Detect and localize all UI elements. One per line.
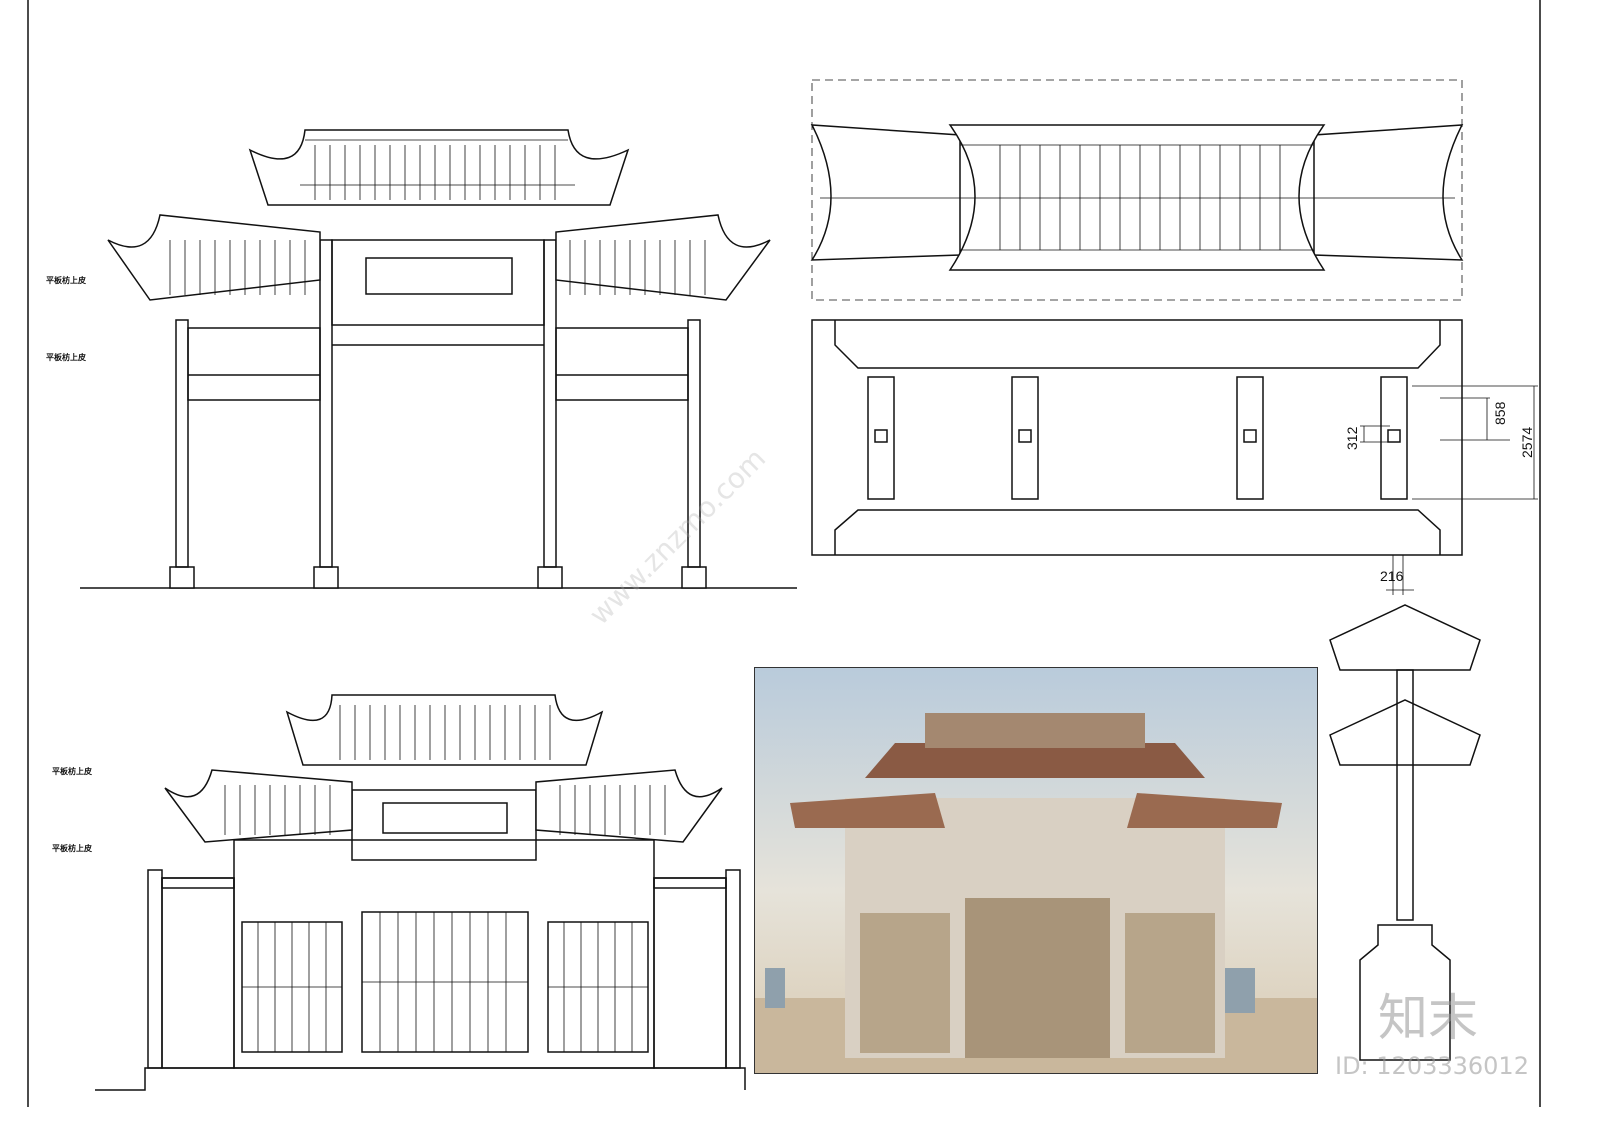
gate-rendering	[755, 713, 1317, 1073]
column-plan: 858 2574 312 216	[811, 319, 1538, 595]
dimension-858: 858	[1492, 401, 1508, 425]
dimension-216: 216	[1380, 568, 1404, 584]
dimension-312: 312	[1344, 426, 1360, 450]
level-label: 平板枋上皮	[46, 352, 86, 362]
level-label: 平板枋上皮	[46, 275, 86, 285]
dimension-2574: 2574	[1519, 427, 1535, 458]
front-elevation: 平板枋上皮 平板枋上皮	[46, 129, 797, 589]
rendered-photo	[754, 667, 1318, 1074]
roof-tiles	[314, 145, 556, 200]
level-label: 平板枋上皮	[52, 843, 92, 853]
side-section	[1329, 604, 1481, 1061]
roof-plan	[810, 79, 1464, 301]
level-label: 平板枋上皮	[52, 766, 92, 776]
lattice-doors	[241, 911, 649, 1053]
gate-elevation: 平板枋上皮 平板枋上皮	[52, 694, 746, 1091]
watermark-logo: 知末	[1378, 989, 1478, 1047]
watermark-id: ID: 1203336012	[1335, 1052, 1529, 1080]
